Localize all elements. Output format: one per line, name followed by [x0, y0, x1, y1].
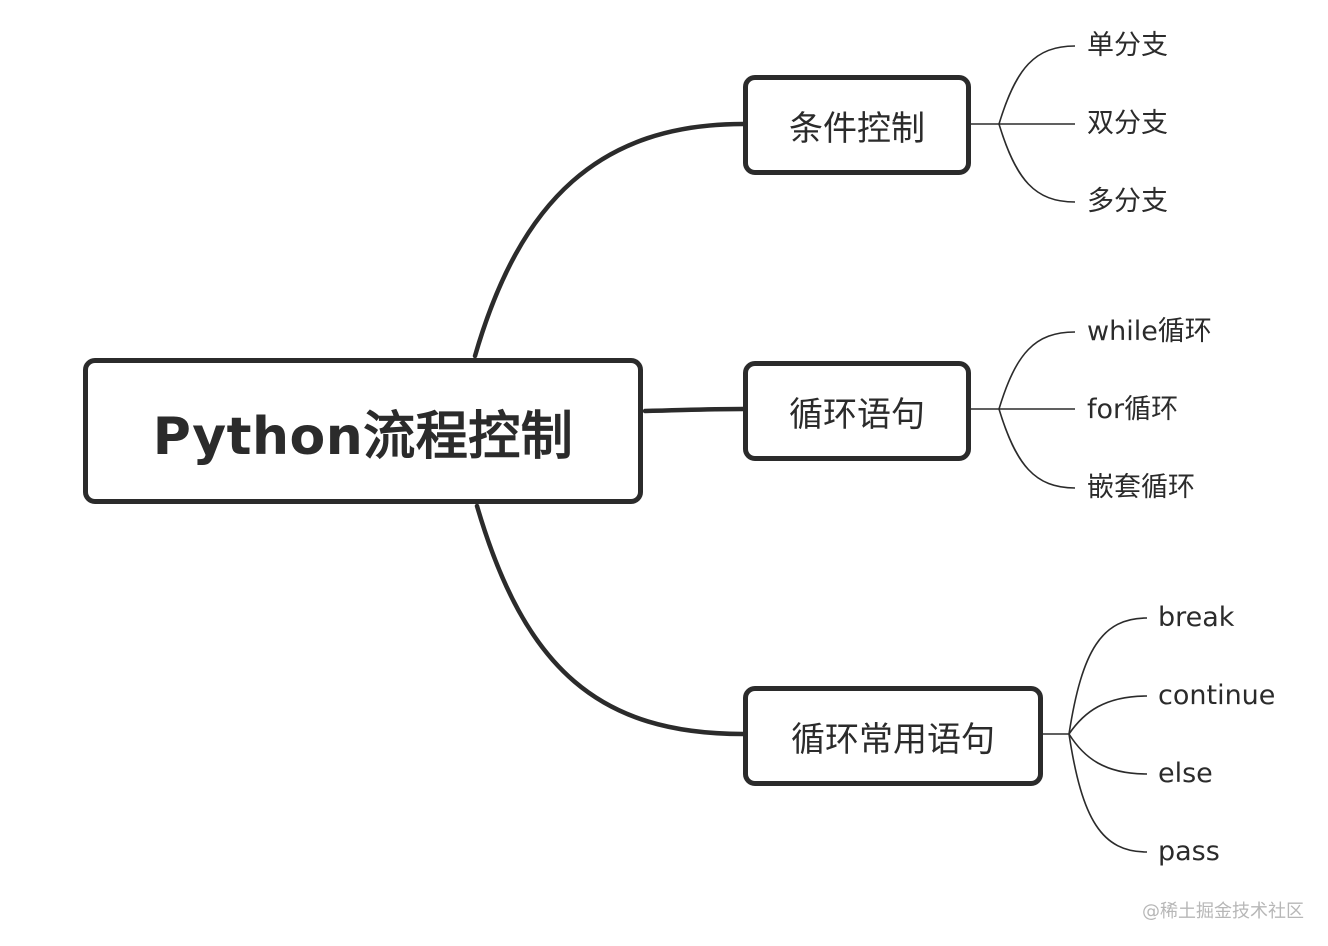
leaf-node-else[interactable]: else: [1158, 758, 1213, 789]
leaf-node-double-branch[interactable]: 双分支: [1087, 108, 1168, 139]
root-node-label: Python流程控制: [152, 406, 574, 467]
cond-child-connector-1: [998, 45, 1076, 125]
leaf-node-continue[interactable]: continue: [1158, 680, 1276, 711]
branch-node-loop-statements[interactable]: 循环语句: [743, 361, 971, 461]
root-to-loop-connector: [642, 406, 746, 414]
common-child-connector-1: [1068, 617, 1148, 735]
leaf-node-single-branch[interactable]: 单分支: [1087, 30, 1168, 61]
branch-node-label: 条件控制: [789, 108, 925, 149]
leaf-node-pass[interactable]: pass: [1158, 836, 1220, 867]
leaf-node-multi-branch[interactable]: 多分支: [1087, 186, 1168, 217]
cond-child-connector-3: [998, 123, 1076, 203]
common-child-connector-4: [1068, 733, 1148, 853]
common-child-connector-3: [1068, 733, 1148, 775]
common-child-connector-2: [1068, 695, 1148, 735]
root-to-common-connector: [474, 503, 746, 737]
leaf-node-break[interactable]: break: [1158, 602, 1235, 633]
branch-node-label: 循环语句: [789, 394, 925, 435]
branch-node-common-loop-statements[interactable]: 循环常用语句: [743, 686, 1043, 786]
leaf-node-while-loop[interactable]: while循环: [1087, 316, 1212, 347]
root-node[interactable]: Python流程控制: [83, 358, 643, 504]
leaf-node-for-loop[interactable]: for循环: [1087, 394, 1179, 425]
branch-node-condition-control[interactable]: 条件控制: [743, 75, 971, 175]
loop-child-connector-1: [998, 331, 1076, 410]
loop-child-connector-3: [998, 408, 1076, 489]
leaf-node-nested-loop[interactable]: 嵌套循环: [1087, 472, 1195, 503]
root-to-cond-connector: [472, 121, 746, 359]
branch-node-label: 循环常用语句: [791, 719, 995, 760]
watermark: @稀土掘金技术社区: [1142, 901, 1304, 922]
